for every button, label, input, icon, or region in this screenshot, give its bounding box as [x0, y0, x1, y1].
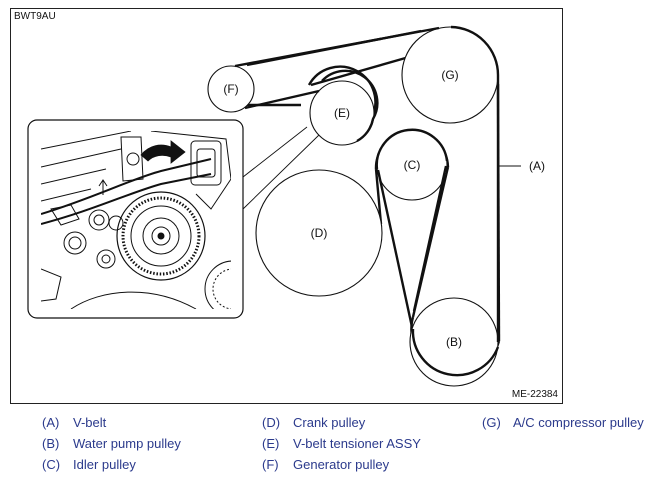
label-b: (B): [446, 335, 462, 349]
figure-code: BWT9AU: [14, 11, 56, 22]
label-f: (F): [223, 82, 238, 96]
crank-pulley: [255, 169, 383, 297]
callout-line-lower: [242, 134, 320, 210]
legend-item: (E)V-belt tensioner ASSY: [262, 436, 421, 451]
label-g: (G): [441, 68, 458, 82]
rotation-arrow-icon: [140, 140, 186, 164]
label-a: (A): [529, 159, 545, 173]
legend-item: (A)V-belt: [42, 415, 107, 430]
tensioner-detail-inset: [27, 119, 244, 319]
figure-reference: ME-22384: [511, 389, 558, 400]
label-e: (E): [334, 106, 350, 120]
label-d: (D): [311, 226, 328, 240]
small-arrow-icon: [98, 179, 108, 195]
belt-routing-figure: (A) (B) (C) (D) (E) (F) (G) BWT9AU ME-22…: [10, 8, 563, 404]
v-belt-tensioner-pulley: [309, 80, 375, 146]
legend: (A)V-belt (B)Water pump pulley (C)Idler …: [0, 410, 653, 476]
callout-line-upper: [242, 126, 308, 178]
legend-item: (D)Crank pulley: [262, 415, 366, 430]
belt-diagram: (A) (B) (C) (D) (E) (F) (G): [27, 25, 545, 387]
legend-item: (B)Water pump pulley: [42, 436, 181, 451]
generator-pulley: [207, 65, 255, 113]
legend-item: (F)Generator pulley: [262, 457, 390, 472]
legend-item: (G)A/C compressor pulley: [482, 415, 644, 430]
label-c: (C): [404, 158, 421, 172]
legend-item: (C)Idler pulley: [42, 457, 136, 472]
